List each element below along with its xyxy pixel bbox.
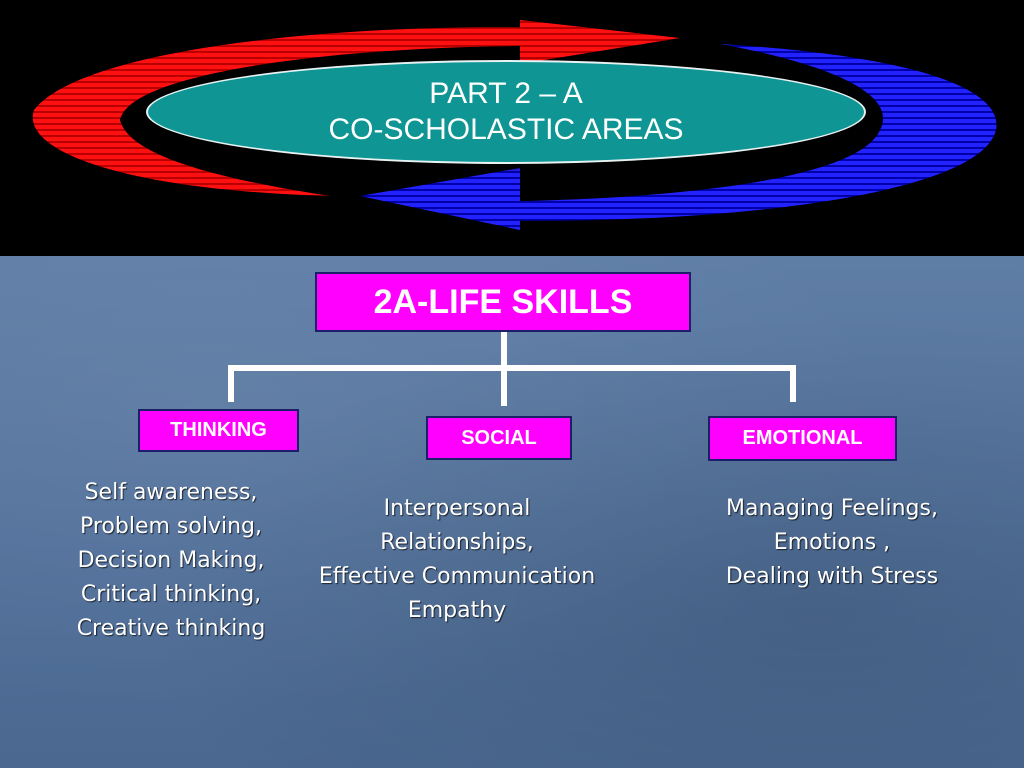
thinking-skills-list: Self awareness, Problem solving, Decisio…: [40, 476, 302, 646]
emotional-skills-list: Managing Feelings, Emotions , Dealing wi…: [700, 492, 964, 594]
list-item: Self awareness,: [84, 480, 258, 505]
ring-graphic: [32, 20, 997, 230]
social-box: SOCIAL: [426, 416, 572, 460]
red-ring-segment: [32, 27, 561, 197]
list-item: Creative thinking: [76, 616, 266, 641]
list-item: Decision Making,: [77, 548, 265, 573]
red-arrow-head: [520, 20, 680, 64]
title-line-1: PART 2 – A: [429, 77, 583, 110]
social-skills-list: Interpersonal Relationships, Effective C…: [292, 492, 622, 628]
list-item: Effective Communication: [318, 564, 596, 589]
life-skills-root-box: 2A-LIFE SKILLS: [315, 272, 691, 332]
list-item: Empathy: [407, 598, 507, 623]
thinking-box: THINKING: [138, 409, 299, 452]
list-item: Managing Feelings,: [726, 496, 938, 521]
header-band: PART 2 – A CO-SCHOLASTIC AREAS: [0, 0, 1024, 256]
title-line-2: CO-SCHOLASTIC AREAS: [328, 113, 684, 146]
title-oval: PART 2 – A CO-SCHOLASTIC AREAS: [146, 60, 866, 164]
connector-lines: [228, 332, 796, 406]
emotional-box: EMOTIONAL: [708, 416, 897, 461]
list-item: Critical thinking,: [80, 582, 262, 607]
list-item: Relationships,: [380, 530, 534, 555]
list-item: Problem solving,: [79, 514, 262, 539]
blue-ring-segment: [470, 44, 997, 221]
blue-arrow-head: [360, 168, 520, 230]
diagram-area: 2A-LIFE SKILLS THINKING SOCIAL EMOTIONAL…: [0, 256, 1024, 768]
list-item: Dealing with Stress: [725, 564, 939, 589]
list-item: Interpersonal: [383, 496, 531, 521]
list-item: Emotions ,: [773, 530, 891, 555]
